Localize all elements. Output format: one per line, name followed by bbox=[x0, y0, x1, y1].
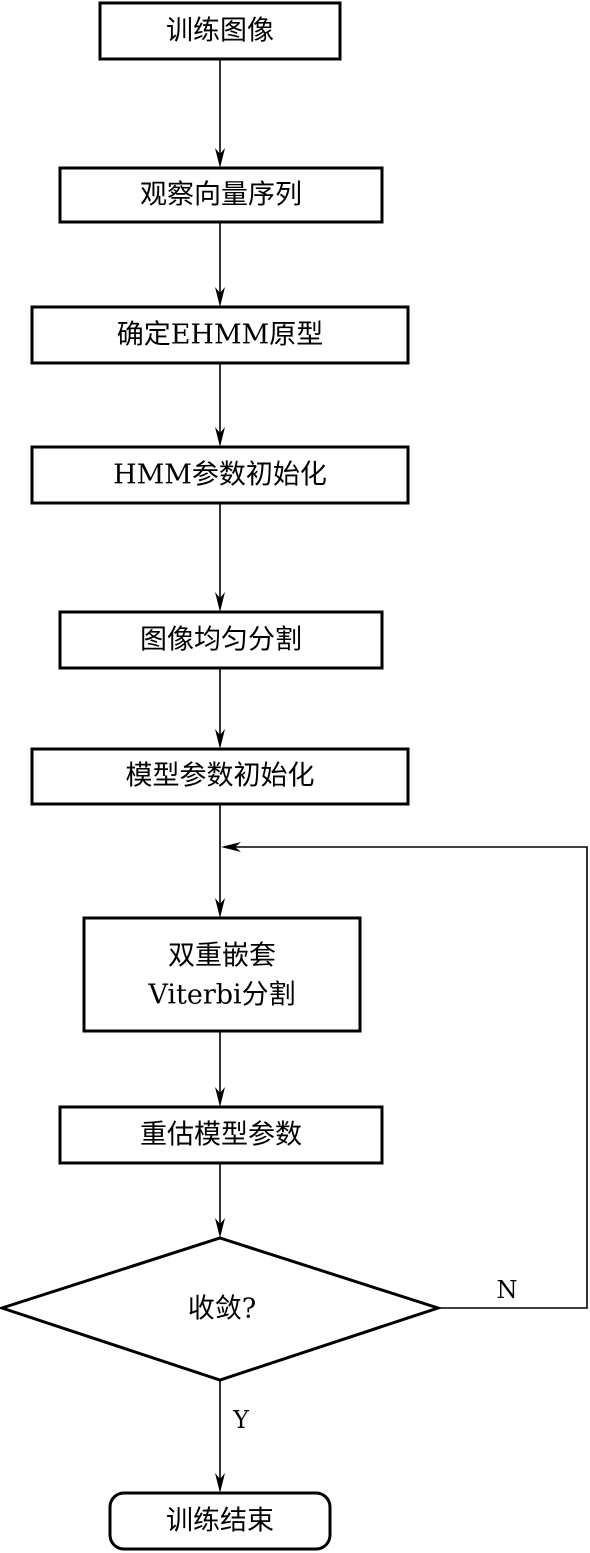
node-determine-ehmm: 确定EHMM原型 bbox=[30, 305, 410, 365]
node-uniform-split: 图像均匀分割 bbox=[58, 610, 384, 670]
arrow-1-2 bbox=[215, 59, 225, 168]
node-reestimate-label: 重估模型参数 bbox=[140, 1120, 302, 1151]
arrow-7-8 bbox=[215, 1031, 225, 1107]
node-hmm-param-init-label: HMM参数初始化 bbox=[113, 460, 327, 491]
node-determine-ehmm-label: 确定EHMM原型 bbox=[117, 320, 324, 351]
node-train-end: 训练结束 bbox=[108, 1491, 332, 1551]
node-observation-sequence-label: 观察向量序列 bbox=[140, 180, 302, 211]
arrow-8-decision bbox=[215, 1163, 225, 1238]
node-reestimate: 重估模型参数 bbox=[58, 1105, 384, 1165]
node-train-image-label: 训练图像 bbox=[166, 16, 274, 47]
node-hmm-param-init: HMM参数初始化 bbox=[30, 445, 410, 505]
edge-no-loop: N bbox=[221, 842, 588, 1309]
node-viterbi-split: 双重嵌套 Viterbi分割 bbox=[82, 916, 362, 1033]
arrow-2-3 bbox=[215, 222, 225, 307]
arrow-4-5 bbox=[215, 503, 225, 612]
node-observation-sequence: 观察向量序列 bbox=[58, 166, 384, 224]
decision-converge: 收敛? bbox=[0, 1236, 443, 1382]
edge-yes: Y bbox=[215, 1380, 250, 1493]
node-model-param-init: 模型参数初始化 bbox=[30, 747, 410, 806]
node-model-param-init-label: 模型参数初始化 bbox=[126, 761, 315, 792]
node-train-end-label: 训练结束 bbox=[166, 1506, 274, 1537]
edge-yes-label: Y bbox=[232, 1406, 250, 1434]
node-train-image: 训练图像 bbox=[98, 1, 342, 61]
arrow-6-7 bbox=[215, 804, 225, 918]
node-uniform-split-label: 图像均匀分割 bbox=[140, 625, 302, 656]
edge-no-label: N bbox=[497, 1276, 518, 1304]
arrow-3-4 bbox=[215, 363, 225, 447]
node-viterbi-line2: Viterbi分割 bbox=[147, 980, 295, 1011]
node-viterbi-line1: 双重嵌套 bbox=[168, 941, 276, 972]
arrow-5-6 bbox=[215, 668, 225, 749]
decision-converge-label: 收敛? bbox=[188, 1294, 256, 1325]
